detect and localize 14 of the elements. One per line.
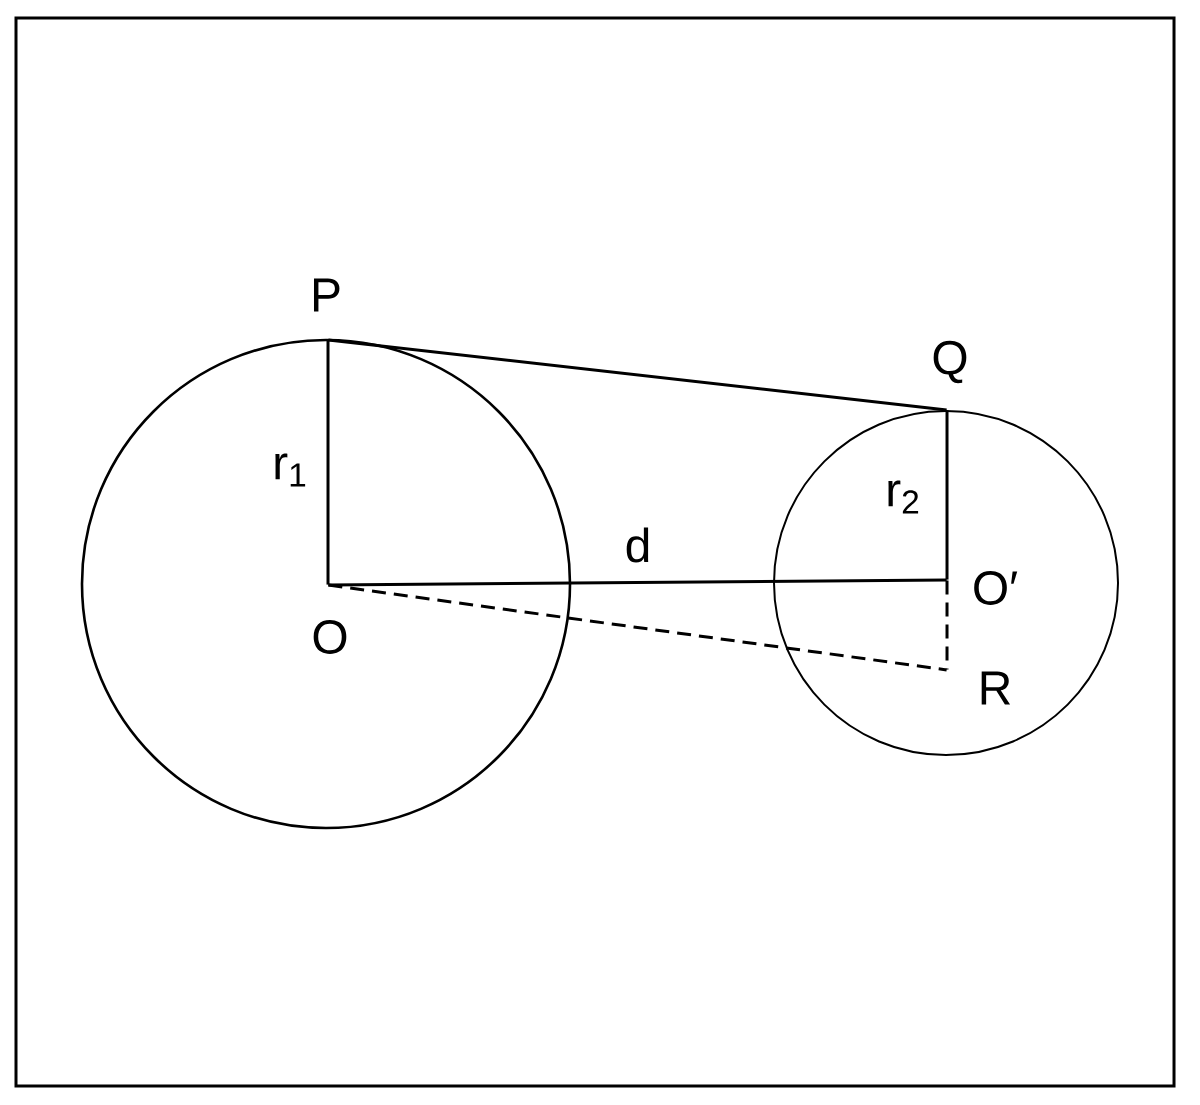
line-segment [945, 410, 949, 580]
point-label: O [313, 620, 347, 654]
line-segment [328, 583, 947, 672]
edge-label: r$_{1}$ [270, 451, 310, 489]
edge-label: r$_{2}$ [883, 478, 923, 516]
edge-label: d [622, 525, 654, 565]
point-label: P [314, 278, 340, 312]
point-label: R [981, 671, 1011, 705]
line-segment [945, 580, 949, 670]
line-segment [328, 338, 947, 412]
line-segment [326, 340, 330, 585]
line-segment [328, 578, 947, 587]
point-label: O′ [974, 571, 1018, 605]
point-label: Q [933, 340, 967, 384]
